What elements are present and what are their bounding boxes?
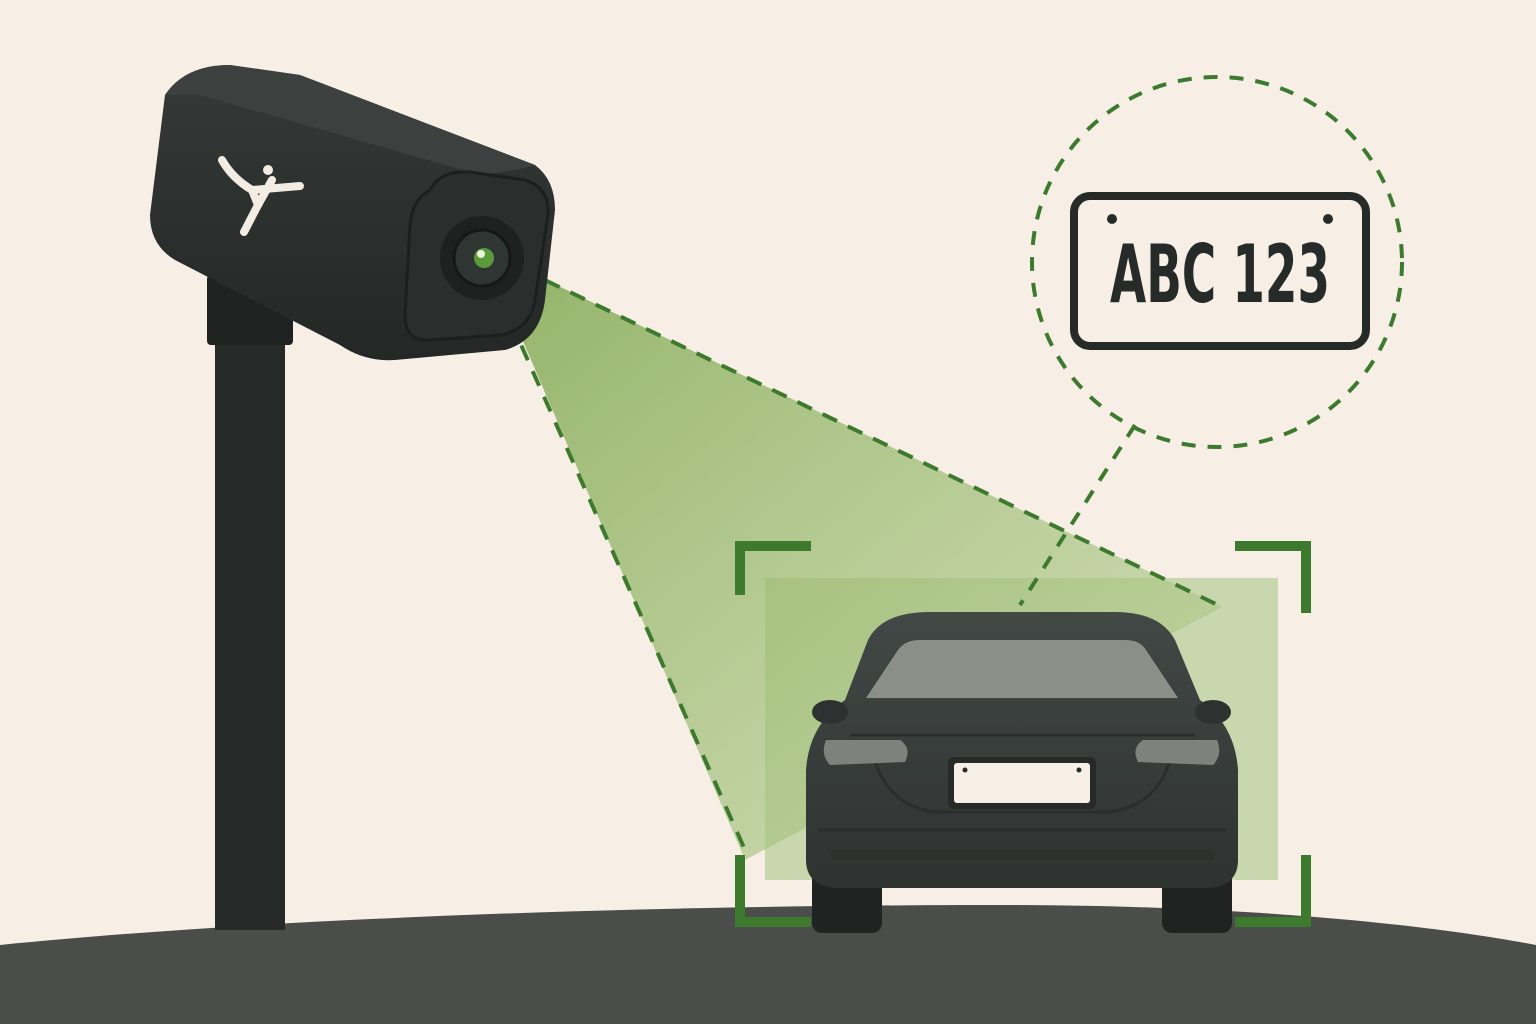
zoom-circle bbox=[1030, 75, 1404, 449]
car-taillight-right bbox=[1135, 740, 1220, 765]
camera-pole bbox=[215, 300, 285, 930]
zoom-connector bbox=[1018, 423, 1137, 607]
anpr-camera bbox=[150, 65, 555, 361]
car-taillight-left bbox=[823, 740, 908, 765]
beam-edge-upper bbox=[519, 266, 1223, 609]
detection-brackets bbox=[735, 541, 1311, 927]
car bbox=[806, 612, 1238, 933]
road bbox=[0, 905, 1536, 1024]
bracket-bottom-right bbox=[1235, 855, 1311, 927]
bracket-top-left bbox=[735, 541, 811, 595]
person-figure-icon bbox=[218, 156, 304, 236]
bracket-top-right bbox=[1235, 541, 1311, 613]
camera-beam bbox=[484, 250, 1222, 860]
bracket-bottom-left bbox=[735, 855, 811, 927]
zoomed-license-plate: ABC 123 bbox=[1070, 192, 1370, 350]
car-rear-window bbox=[866, 640, 1178, 698]
beam-edge-lower bbox=[508, 319, 747, 851]
zoomed-plate-text: ABC 123 bbox=[1110, 228, 1330, 321]
